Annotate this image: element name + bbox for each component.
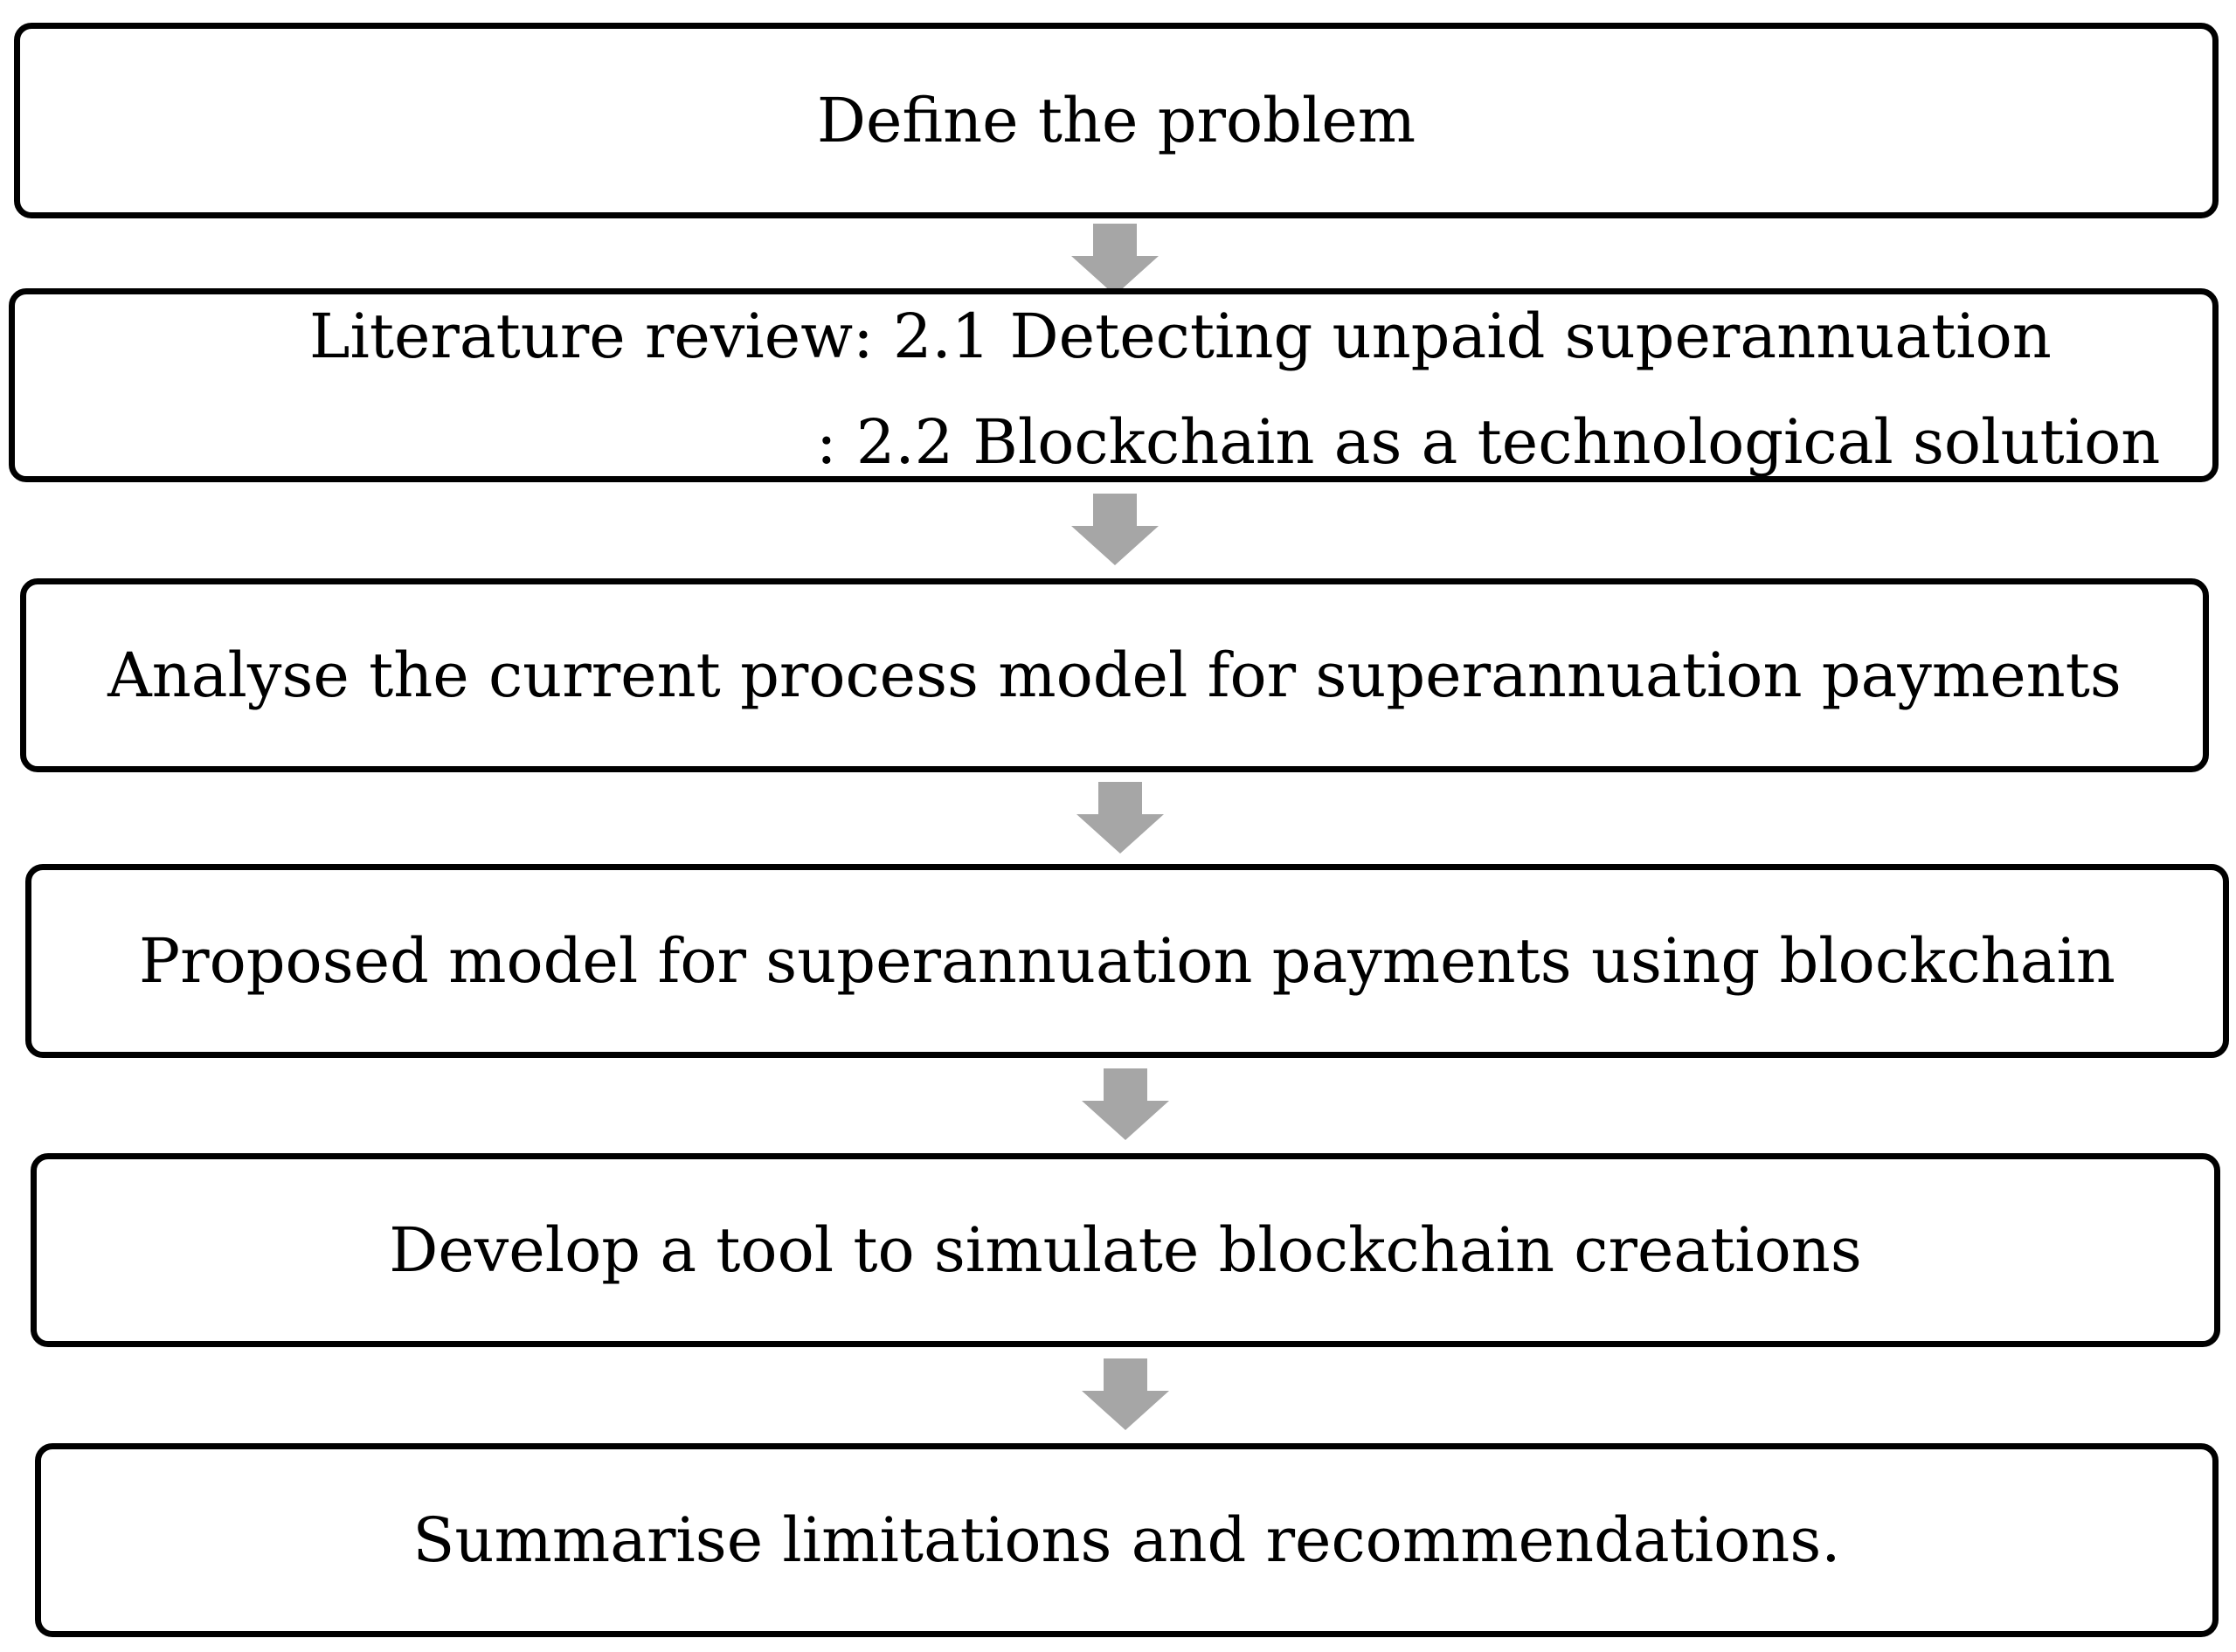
step-summarise-limitations: Summarise limitations and recommendation… [35, 1443, 2219, 1637]
down-arrow-icon [1076, 782, 1164, 854]
step-analyse-current-model: Analyse the current process model for su… [20, 578, 2209, 772]
down-arrow-icon [1071, 494, 1159, 565]
down-arrow-icon [1082, 1068, 1169, 1140]
step-label: Analyse the current process model for su… [107, 639, 2122, 711]
down-arrow-icon [1071, 224, 1159, 295]
step-label-line-2: : 2.2 Blockchain as a technological solu… [816, 406, 2161, 478]
down-arrow-icon [1082, 1358, 1169, 1430]
step-label: Develop a tool to simulate blockchain cr… [389, 1214, 1862, 1286]
step-define-problem: Define the problem [14, 23, 2219, 218]
step-label: Define the problem [816, 85, 1416, 156]
step-label-line-1: Literature review: 2.1 Detecting unpaid … [309, 301, 2052, 372]
step-proposed-model: Proposed model for superannuation paymen… [25, 864, 2229, 1058]
step-literature-review: Literature review: 2.1 Detecting unpaid … [9, 288, 2219, 482]
step-label: Proposed model for superannuation paymen… [139, 925, 2115, 997]
step-develop-tool: Develop a tool to simulate blockchain cr… [31, 1153, 2220, 1347]
step-label: Summarise limitations and recommendation… [412, 1504, 1841, 1576]
